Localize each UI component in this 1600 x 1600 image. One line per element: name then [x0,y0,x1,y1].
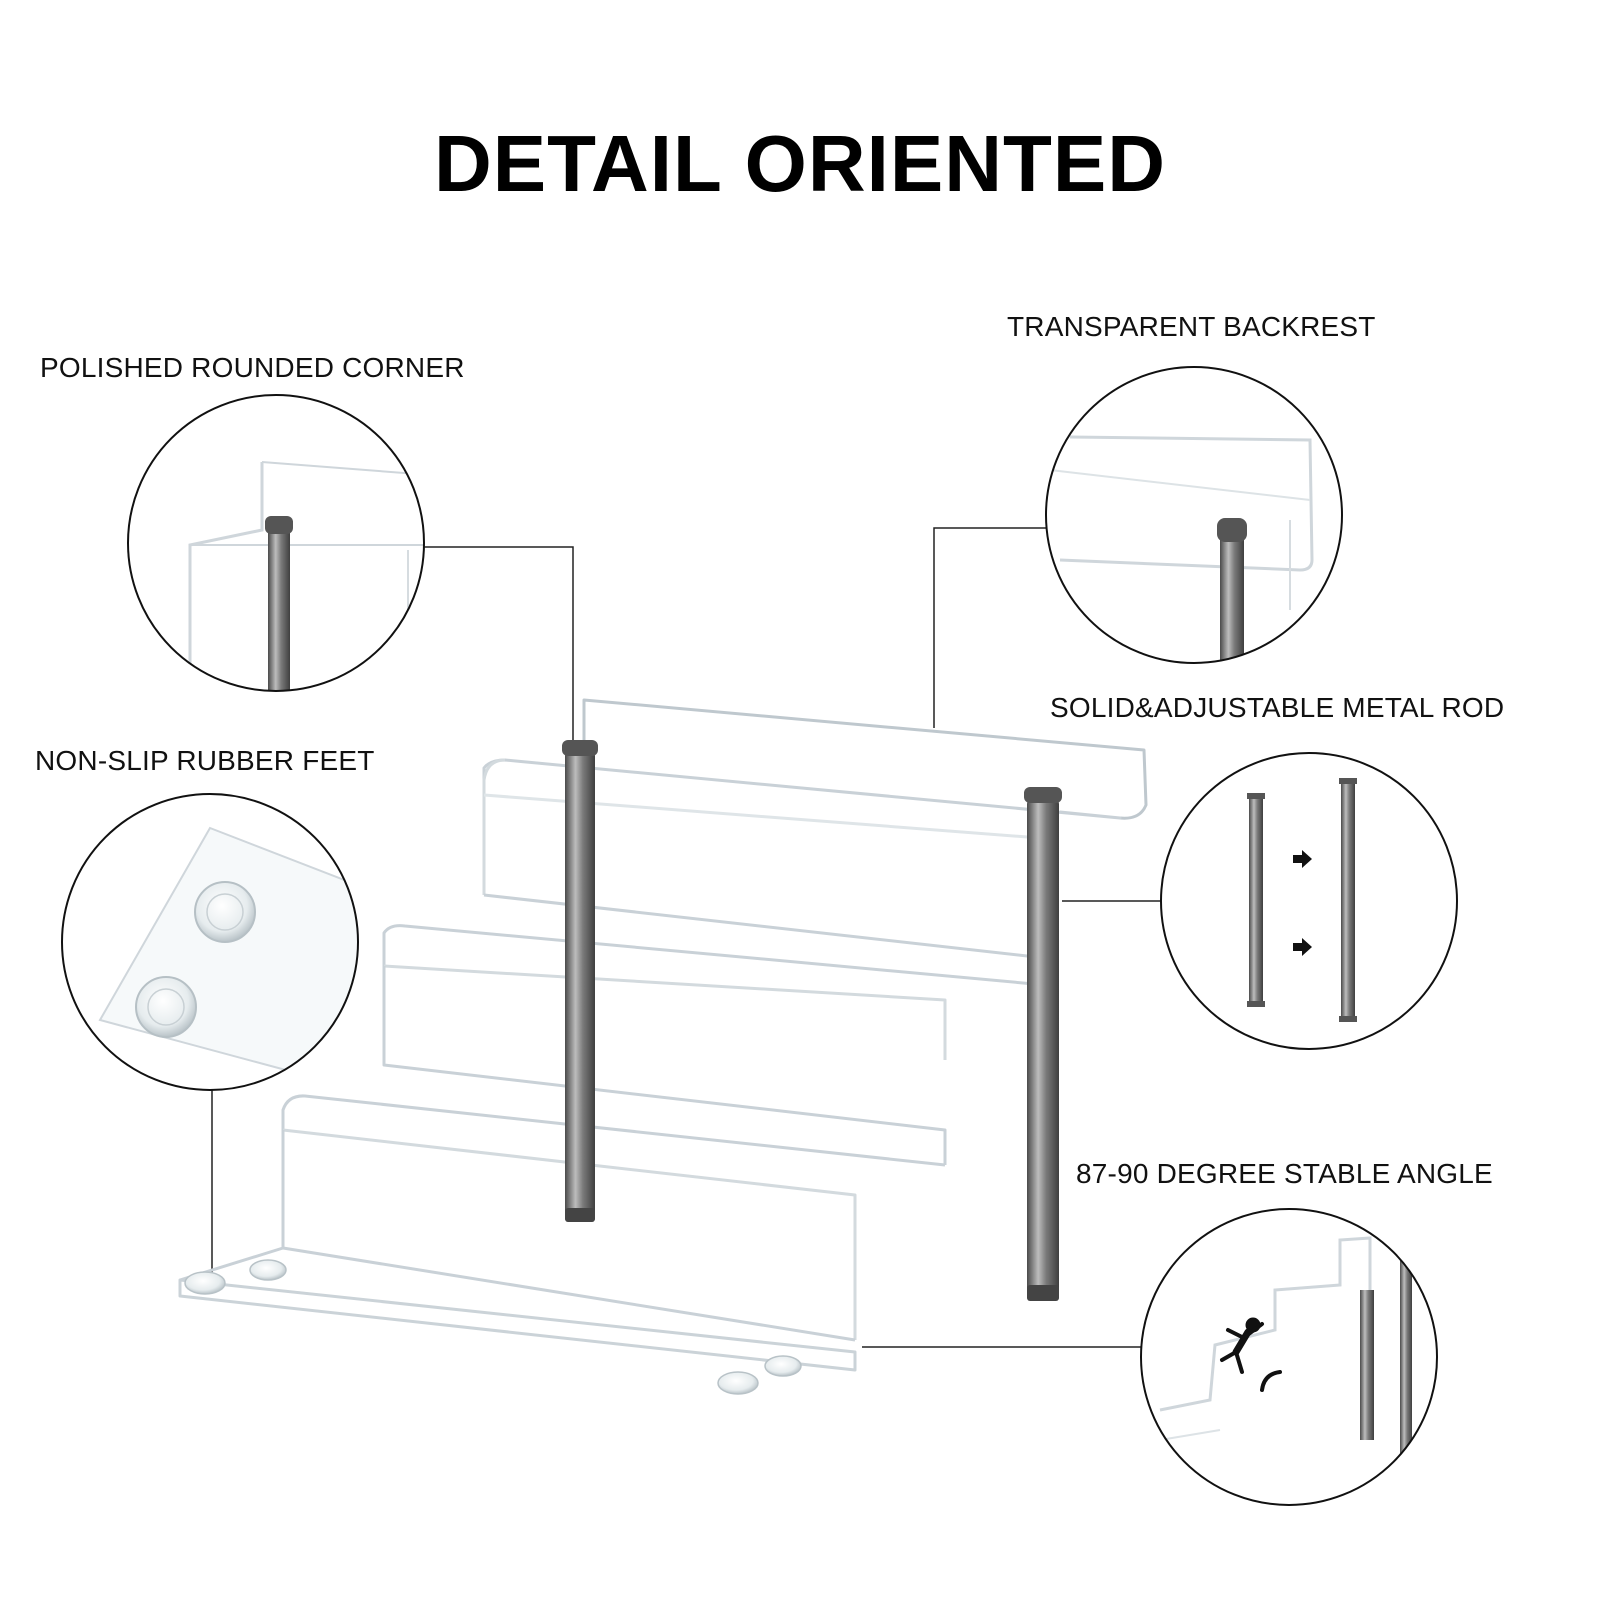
detail-circle-metal-rod [1160,752,1458,1050]
label-solid-adjustable-metal-rod: SOLID&ADJUSTABLE METAL ROD [1050,692,1505,723]
rubber-feet-main [184,1259,802,1395]
label-polished-rounded-corner: POLISHED ROUNDED CORNER [40,352,465,383]
falling-person-icon [1220,1317,1282,1392]
detail-circle-backrest [1045,366,1343,664]
arrow-right-icon [1293,938,1312,956]
detail-circle-polished-corner [127,394,425,692]
page-title: DETAIL ORIENTED [433,119,1167,208]
leader-line-backrest [933,527,1046,728]
rod-left [565,752,595,1222]
rod-right [1027,800,1059,1300]
label-stable-angle: 87-90 DEGREE STABLE ANGLE [1076,1158,1493,1189]
detail-circle-stable-angle [1140,1208,1438,1506]
leader-line-corner [424,546,574,742]
arrow-right-icon [1293,850,1312,868]
label-transparent-backrest: TRANSPARENT BACKREST [1007,311,1376,342]
label-non-slip-rubber-feet: NON-SLIP RUBBER FEET [35,745,375,776]
leader-lines [211,527,1161,1348]
detail-circle-rubber-feet [61,793,359,1091]
metal-rods [562,740,1062,1301]
